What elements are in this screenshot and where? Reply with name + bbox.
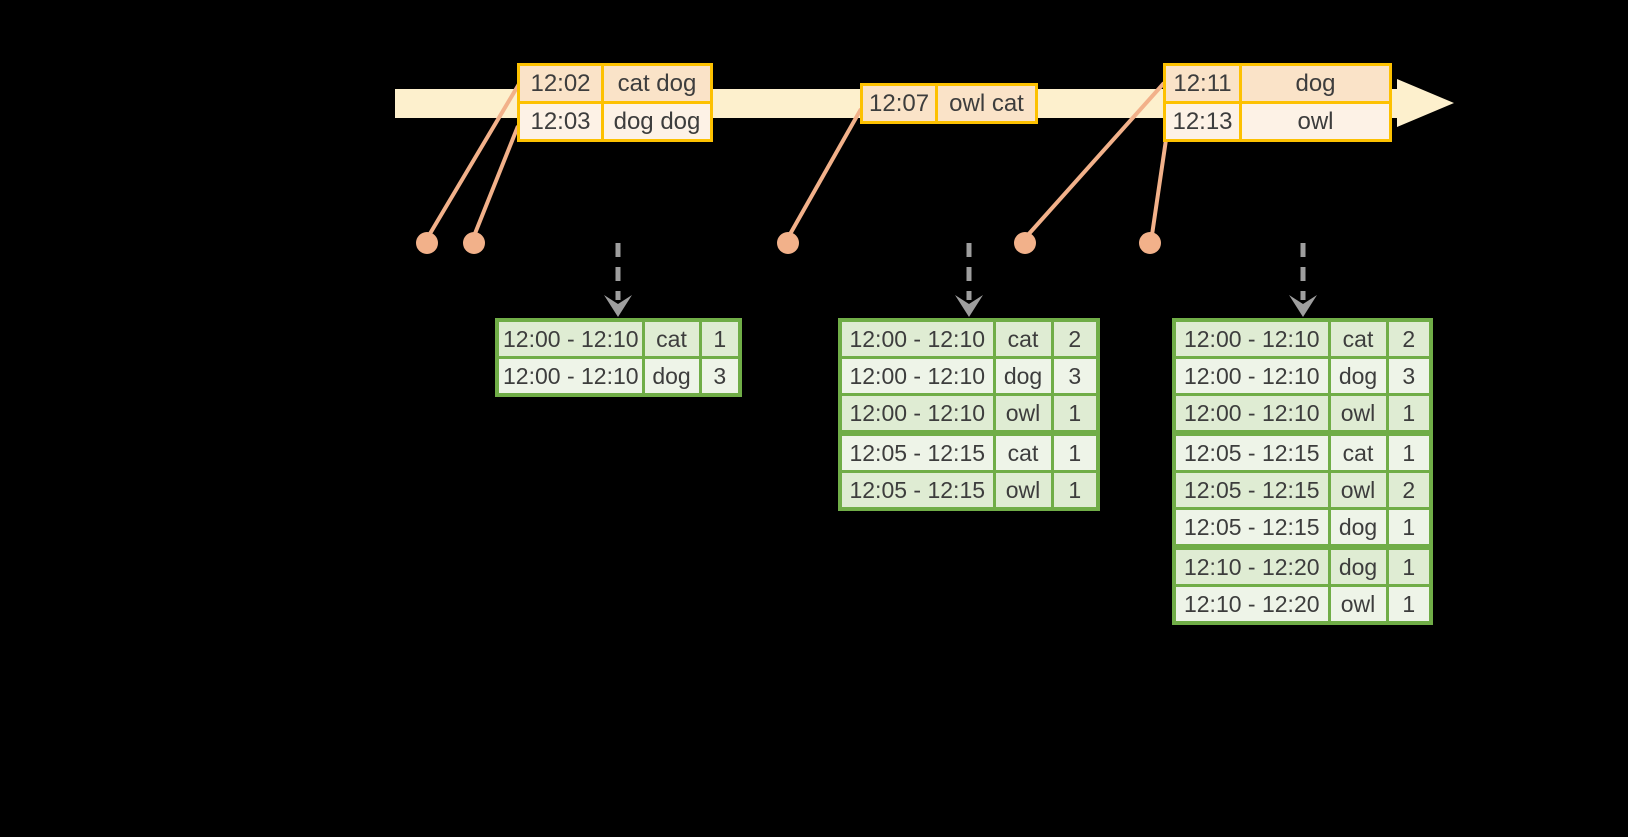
table-cell: 3 <box>698 356 742 397</box>
table-cell: dog <box>641 356 702 397</box>
table-cell: dog <box>1327 507 1389 549</box>
table-cell: cat dog <box>601 63 713 104</box>
table-cell: 12:10 - 12:20 <box>1172 584 1331 625</box>
table-cell: 1 <box>1050 393 1100 435</box>
event-time-dots <box>416 232 1161 254</box>
event-dot <box>416 232 438 254</box>
table-cell: 1 <box>1050 470 1100 511</box>
timeline-arrowhead-icon <box>1397 79 1454 127</box>
table-cell: 12:02 <box>517 63 604 104</box>
event-dot <box>463 232 485 254</box>
table-cell: dog <box>1239 63 1392 104</box>
table-cell: 1 <box>1385 544 1433 587</box>
table-cell: 12:00 - 12:10 <box>495 356 645 397</box>
table-cell: cat <box>1327 318 1389 359</box>
connector-line <box>426 82 521 239</box>
table-cell: 12:05 - 12:15 <box>838 470 996 511</box>
table-cell: 12:00 - 12:10 <box>1172 318 1331 359</box>
table-cell: 3 <box>1050 356 1100 396</box>
table-cell: 3 <box>1385 356 1433 396</box>
table-cell: owl <box>992 393 1054 435</box>
table-cell: 12:00 - 12:10 <box>838 393 996 435</box>
table-cell: 1 <box>1385 393 1433 435</box>
table-cell: 12:00 - 12:10 <box>495 318 645 359</box>
table-cell: 12:00 - 12:10 <box>838 318 996 359</box>
table-cell: 12:00 - 12:10 <box>838 356 996 396</box>
table-cell: owl <box>1327 584 1389 625</box>
table-cell: dog <box>1327 544 1389 587</box>
table-cell: 2 <box>1050 318 1100 359</box>
trigger-arrows <box>604 243 1317 317</box>
table-cell: 12:05 - 12:15 <box>1172 470 1331 510</box>
event-dot <box>1014 232 1036 254</box>
table-cell: 12:00 - 12:10 <box>1172 356 1331 396</box>
connector-lines <box>426 81 1170 239</box>
table-cell: 12:05 - 12:15 <box>838 430 996 473</box>
table-cell: cat <box>992 318 1054 359</box>
event-dot <box>777 232 799 254</box>
table-cell: 1 <box>1385 430 1433 473</box>
table-cell: cat <box>1327 430 1389 473</box>
connector-line <box>1025 81 1166 238</box>
table-cell: owl <box>992 470 1054 511</box>
table-cell: 2 <box>1385 470 1433 510</box>
table-cell: 12:11 <box>1163 63 1242 104</box>
table-cell: 1 <box>1050 430 1100 473</box>
connector-line <box>1150 125 1170 236</box>
table-cell: 12:00 - 12:10 <box>1172 393 1331 435</box>
table-cell: 12:07 <box>860 83 938 124</box>
trigger-arrowhead-icon <box>955 295 983 317</box>
table-cell: 12:05 - 12:15 <box>1172 430 1331 473</box>
table-cell: 1 <box>1385 584 1433 625</box>
table-cell: 1 <box>698 318 742 359</box>
table-cell: 2 <box>1385 318 1433 359</box>
table-cell: 12:03 <box>517 101 604 142</box>
table-cell: dog <box>992 356 1054 396</box>
connector-line <box>787 108 863 237</box>
table-cell: cat <box>641 318 702 359</box>
trigger-arrowhead-icon <box>1289 295 1317 317</box>
trigger-arrowhead-icon <box>604 295 632 317</box>
table-cell: 12:05 - 12:15 <box>1172 507 1331 549</box>
event-dot <box>1139 232 1161 254</box>
table-cell: 12:13 <box>1163 101 1242 142</box>
table-cell: owl <box>1239 101 1392 142</box>
table-cell: 1 <box>1385 507 1433 549</box>
table-cell: owl <box>1327 470 1389 510</box>
table-cell: owl <box>1327 393 1389 435</box>
table-cell: owl cat <box>935 83 1038 124</box>
table-cell: cat <box>992 430 1054 473</box>
connector-line <box>472 125 520 237</box>
table-cell: 12:10 - 12:20 <box>1172 544 1331 587</box>
table-cell: dog <box>1327 356 1389 396</box>
table-cell: dog dog <box>601 101 713 142</box>
